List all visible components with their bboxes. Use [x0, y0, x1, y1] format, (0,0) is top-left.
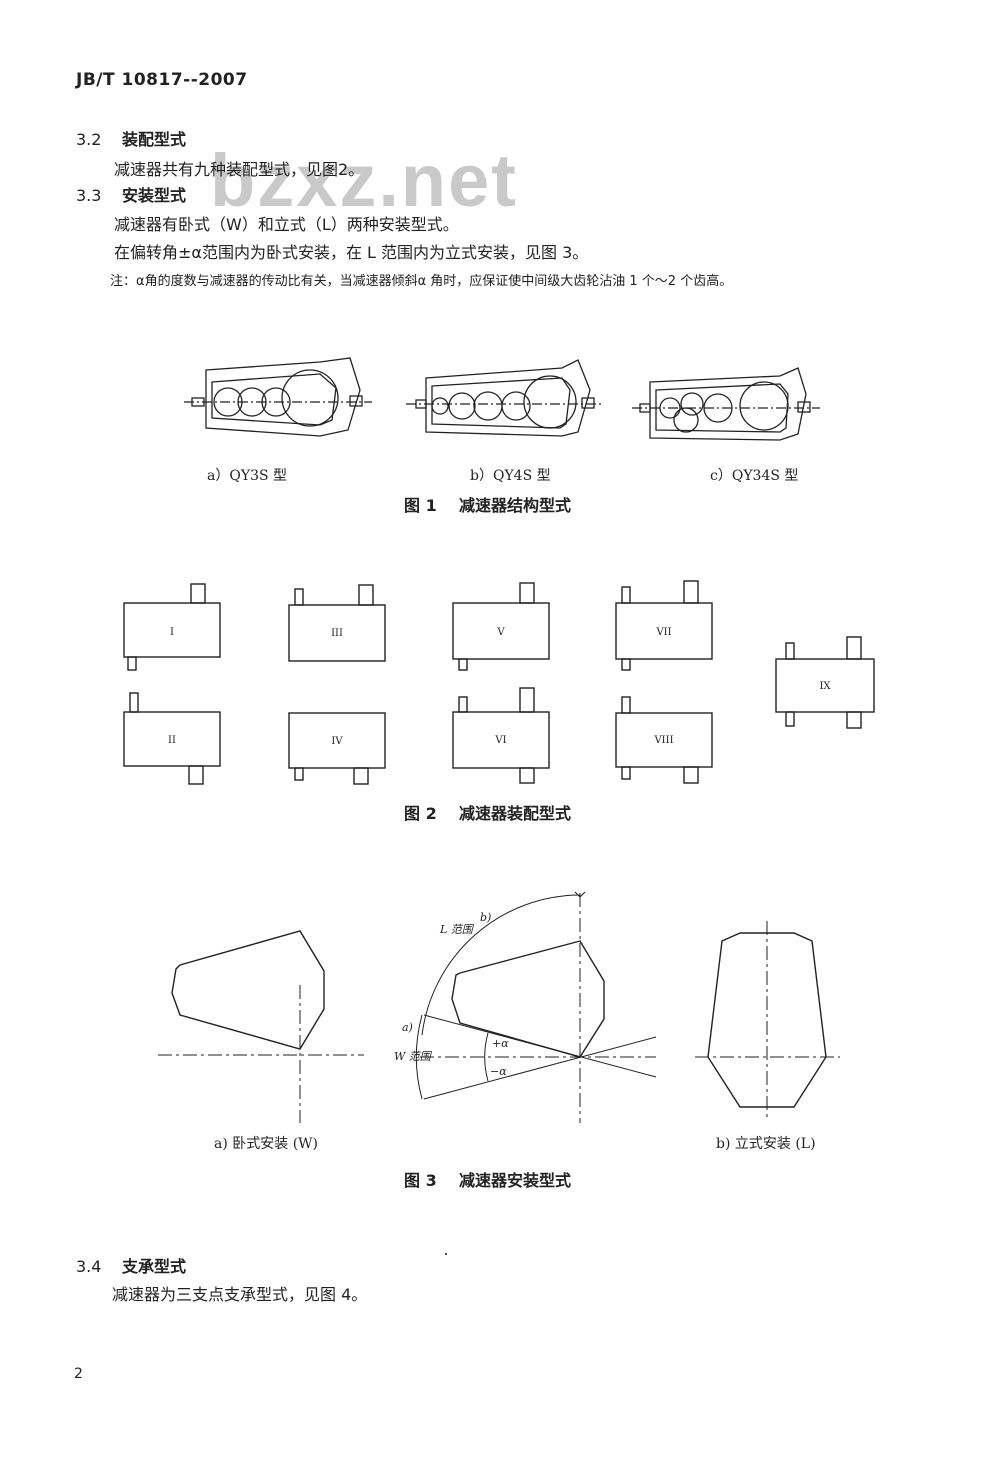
assembly-label-III: III: [331, 628, 343, 639]
assembly-form-VI: [452, 687, 550, 784]
assembly-form-VIII: [615, 696, 713, 784]
section-3-3-note: 注：α角的度数与减速器的传动比有关，当减速器倾斜α 角时，应保证使中间级大齿轮沾…: [110, 274, 733, 289]
gearbox-qy4s-drawing: [406, 359, 602, 437]
figure-3-drawings: b) L 范围 a) W 范围 +α −α: [158, 891, 840, 1123]
assembly-label-V: V: [496, 627, 505, 638]
installation-range-diagram: [415, 891, 657, 1123]
figure-3-caption-a: a) 卧式安装 (W): [214, 1136, 319, 1152]
assembly-form-IV: [288, 712, 386, 785]
assembly-label-VI: VI: [494, 735, 506, 746]
assembly-form-III: [288, 584, 386, 662]
figure-2-title: 图 2 减速器装配型式: [404, 804, 571, 823]
section-number: 3.3: [76, 186, 102, 205]
figure-3-caption-b: b) 立式安装 (L): [716, 1136, 816, 1152]
assembly-label-I: I: [170, 627, 174, 638]
horizontal-installation-drawing: [158, 930, 364, 1123]
assembly-form-I: [123, 583, 221, 671]
scan-dot: [445, 1253, 447, 1255]
section-title: 支承型式: [122, 1257, 187, 1276]
figure-1-caption-c: c）QY34S 型: [710, 468, 799, 484]
section-3-3-text-2: 在偏转角±α范围内为卧式安装，在 L 范围内为立式安装，见图 3。: [114, 243, 589, 262]
assembly-form-VII: [615, 580, 713, 671]
vertical-installation-drawing: [695, 921, 840, 1119]
section-3-4-text: 减速器为三支点支承型式，见图 4。: [112, 1285, 368, 1304]
section-title: 安装型式: [122, 186, 187, 205]
section-3-2-heading: 3.2 装配型式: [76, 126, 186, 150]
figure-1-caption-b: b）QY4S 型: [470, 468, 551, 484]
figure-3-title: 图 3 减速器安装型式: [404, 1171, 571, 1190]
gearbox-qy34s-drawing: [632, 367, 820, 441]
label-a: a): [402, 1021, 413, 1034]
assembly-form-II: [123, 692, 221, 785]
label-b: b): [480, 911, 491, 924]
assembly-label-VIII: VIII: [653, 735, 673, 746]
section-number: 3.4: [76, 1257, 102, 1276]
assembly-form-V: [452, 582, 550, 671]
assembly-label-IX: IX: [819, 681, 831, 692]
figure-1-drawings: [184, 357, 820, 441]
section-3-3-heading: 3.3 安装型式: [76, 182, 186, 206]
figure-2-drawings: I II III IV V VI VII VIII IX: [123, 580, 875, 785]
section-3-3-text-1: 减速器有卧式（W）和立式（L）两种安装型式。: [114, 215, 459, 234]
label-plus-alpha: +α: [492, 1037, 509, 1050]
section-number: 3.2: [76, 130, 102, 149]
standard-code: JB/T 10817--2007: [76, 70, 248, 90]
section-3-2-text: 减速器共有九种装配型式，见图2。: [114, 160, 365, 179]
page-number: 2: [74, 1366, 83, 1382]
section-title: 装配型式: [122, 130, 187, 149]
figure-1-title: 图 1 减速器结构型式: [404, 496, 571, 515]
assembly-form-IX: [775, 636, 875, 729]
label-L-range: L 范围: [439, 923, 475, 936]
assembly-label-VII: VII: [655, 627, 671, 638]
assembly-label-IV: IV: [331, 736, 343, 747]
section-3-4-heading: 3.4 支承型式: [76, 1253, 186, 1277]
gearbox-qy3s-drawing: [184, 357, 372, 437]
label-minus-alpha: −α: [490, 1065, 507, 1078]
assembly-label-II: II: [168, 735, 176, 746]
watermark: bzxz.net: [210, 139, 518, 222]
figure-1-caption-a: a）QY3S 型: [207, 468, 288, 484]
label-W-range: W 范围: [394, 1050, 433, 1063]
